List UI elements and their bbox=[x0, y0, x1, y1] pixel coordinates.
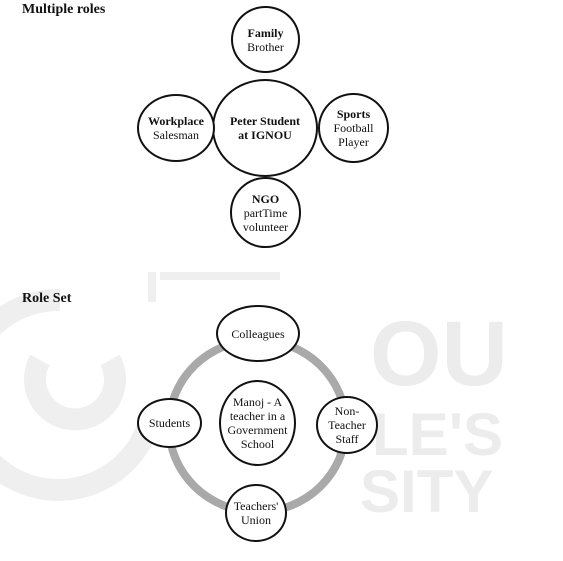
sports-role-node: Sports Football Player bbox=[318, 93, 389, 163]
role-label: Salesman bbox=[153, 128, 199, 142]
role-label: Football bbox=[333, 121, 374, 135]
role-label: Staff bbox=[335, 432, 359, 446]
multiple-roles-center-node: Peter Student at IGNOU bbox=[212, 79, 318, 177]
role-label: Colleagues bbox=[231, 326, 285, 341]
colleagues-node: Colleagues bbox=[216, 305, 300, 362]
role-heading: NGO bbox=[251, 191, 280, 206]
role-label: volunteer bbox=[242, 219, 289, 234]
role-set-center-node: Manoj - A teacher in a Government School bbox=[219, 380, 296, 466]
svg-text:SITY: SITY bbox=[360, 458, 493, 525]
center-node-line: at IGNOU bbox=[238, 128, 292, 142]
family-role-node: Family Brother bbox=[231, 6, 300, 73]
center-node-line: Peter Student bbox=[229, 114, 301, 128]
non-teacher-staff-node: Non- Teacher Staff bbox=[316, 396, 378, 454]
center-node-line: Manoj - A bbox=[232, 395, 283, 409]
role-heading: Workplace bbox=[148, 114, 204, 128]
students-node: Students bbox=[137, 398, 202, 448]
multiple-roles-title: Multiple roles bbox=[22, 2, 106, 17]
center-node-line: teacher in a bbox=[229, 409, 286, 423]
role-set-title: Role Set bbox=[22, 291, 72, 306]
ngo-role-node: NGO partTime volunteer bbox=[230, 177, 301, 248]
role-label: Brother bbox=[247, 39, 284, 54]
svg-text:OU: OU bbox=[370, 303, 508, 405]
center-node-line: Government bbox=[227, 423, 288, 437]
role-label: Students bbox=[148, 416, 191, 430]
teachers-union-node: Teachers' Union bbox=[225, 484, 287, 542]
role-heading: Family bbox=[247, 25, 284, 40]
role-label: partTime bbox=[243, 205, 288, 220]
role-label: Non- bbox=[334, 404, 360, 418]
role-label: Player bbox=[338, 135, 369, 149]
role-label: Union bbox=[241, 513, 271, 527]
workplace-role-node: Workplace Salesman bbox=[137, 94, 215, 162]
role-label: Teacher bbox=[328, 418, 366, 432]
role-label: Teachers' bbox=[233, 499, 279, 513]
center-node-line: School bbox=[240, 437, 275, 451]
role-heading: Sports bbox=[336, 107, 371, 121]
